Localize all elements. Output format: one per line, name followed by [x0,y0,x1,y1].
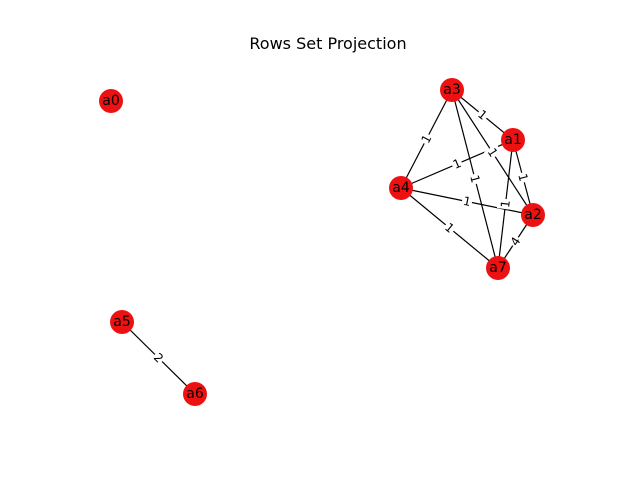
edge-weight-label-background [506,232,525,250]
node-circle [389,176,413,200]
edge-weight-label-background [441,218,459,237]
node-label: a0 [102,93,120,109]
node-circle [501,128,525,152]
node-circle [110,310,134,334]
edge-weight-label-background [474,105,492,124]
edge-weight-label: 1 [449,154,465,173]
edge-weight-label: 1 [460,192,474,210]
node-label: a2 [524,207,542,223]
node-label: a1 [504,132,522,148]
edge-weight-label-background [483,143,502,161]
node-label: a7 [489,260,507,276]
node-label: a4 [392,180,410,196]
node-circle [521,203,545,227]
edge-weight-text: 1 [467,174,482,185]
node-circle [486,256,510,280]
node-a2: a2 [521,203,545,227]
node-circle [183,382,207,406]
edges-layer [121,89,534,395]
node-a1: a1 [501,128,525,152]
nodes-layer: a0 a1 a2 a3 a4 a5 a6 a7 [99,78,545,406]
edge-weight-label-background [417,130,436,147]
node-label: a3 [443,82,461,98]
node-a7: a7 [486,256,510,280]
edge-weight-label-background [460,192,474,210]
graph-title: Rows Set Projection [249,34,406,53]
node-circle [440,78,464,102]
edge-weight-label: 1 [496,198,514,210]
node-a6: a6 [183,382,207,406]
edge-weight-label-background [496,198,514,210]
node-circle [99,89,123,113]
node-a0: a0 [99,89,123,113]
node-a4: a4 [389,176,413,200]
node-label: a5 [113,314,131,330]
edge-weight-label-background [514,170,533,185]
edge-weight-label: 1 [417,130,436,147]
edge-weight-text: 1 [498,199,513,208]
edge-weight-label: 1 [466,172,484,186]
node-label: a6 [186,386,204,402]
edge-weight-label: 1 [514,170,533,185]
edge-weight-text: 1 [515,172,530,183]
edge-weight-text: 1 [462,194,472,209]
edge-weight-label-background [466,172,484,186]
edge-weight-label-background [150,348,168,367]
node-a5: a5 [110,310,134,334]
edge-weight-label: 4 [506,232,525,250]
node-a3: a3 [440,78,464,102]
edge-weight-label-background [449,154,465,173]
